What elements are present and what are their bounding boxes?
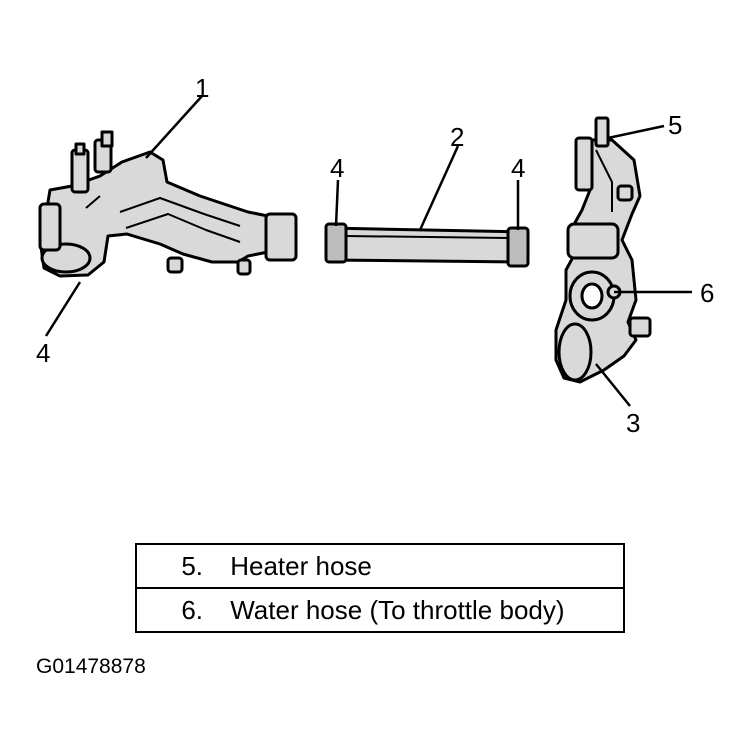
leader-3	[595, 363, 631, 407]
legend-description: Heater hose	[230, 551, 372, 581]
callout-5: 5	[668, 110, 682, 140]
legend-row: 5. Heater hose	[135, 543, 625, 589]
leader-5	[607, 124, 665, 140]
figure-id: G01478878	[36, 655, 146, 678]
water-hose-part-2	[326, 226, 528, 264]
callout-4-hose-left: 4	[330, 153, 344, 183]
water-outlet-part-1	[38, 130, 298, 278]
callout-1: 1	[195, 73, 209, 103]
callout-4-hose-right: 4	[511, 153, 525, 183]
legend-row: 6. Water hose (To throttle body)	[135, 587, 625, 633]
leader-4-hose-left	[334, 179, 340, 227]
legend-number: 5.	[181, 551, 203, 581]
leader-1	[145, 95, 203, 159]
leader-lines	[44, 95, 692, 407]
legend-table: 5. Heater hose 6. Water hose (To throttl…	[135, 543, 625, 633]
leader-4-left	[44, 281, 82, 337]
callout-4-left: 4	[36, 338, 50, 368]
callout-2: 2	[450, 122, 464, 152]
hose-clamp-right	[506, 226, 530, 268]
callout-3: 3	[626, 408, 640, 438]
hose-clamp-left	[324, 222, 348, 264]
legend-description: Water hose (To throttle body)	[230, 595, 565, 625]
water-inlet-part-3	[554, 116, 652, 384]
leader-2	[418, 145, 460, 231]
legend-number: 6.	[181, 595, 203, 625]
callout-6: 6	[700, 278, 714, 308]
